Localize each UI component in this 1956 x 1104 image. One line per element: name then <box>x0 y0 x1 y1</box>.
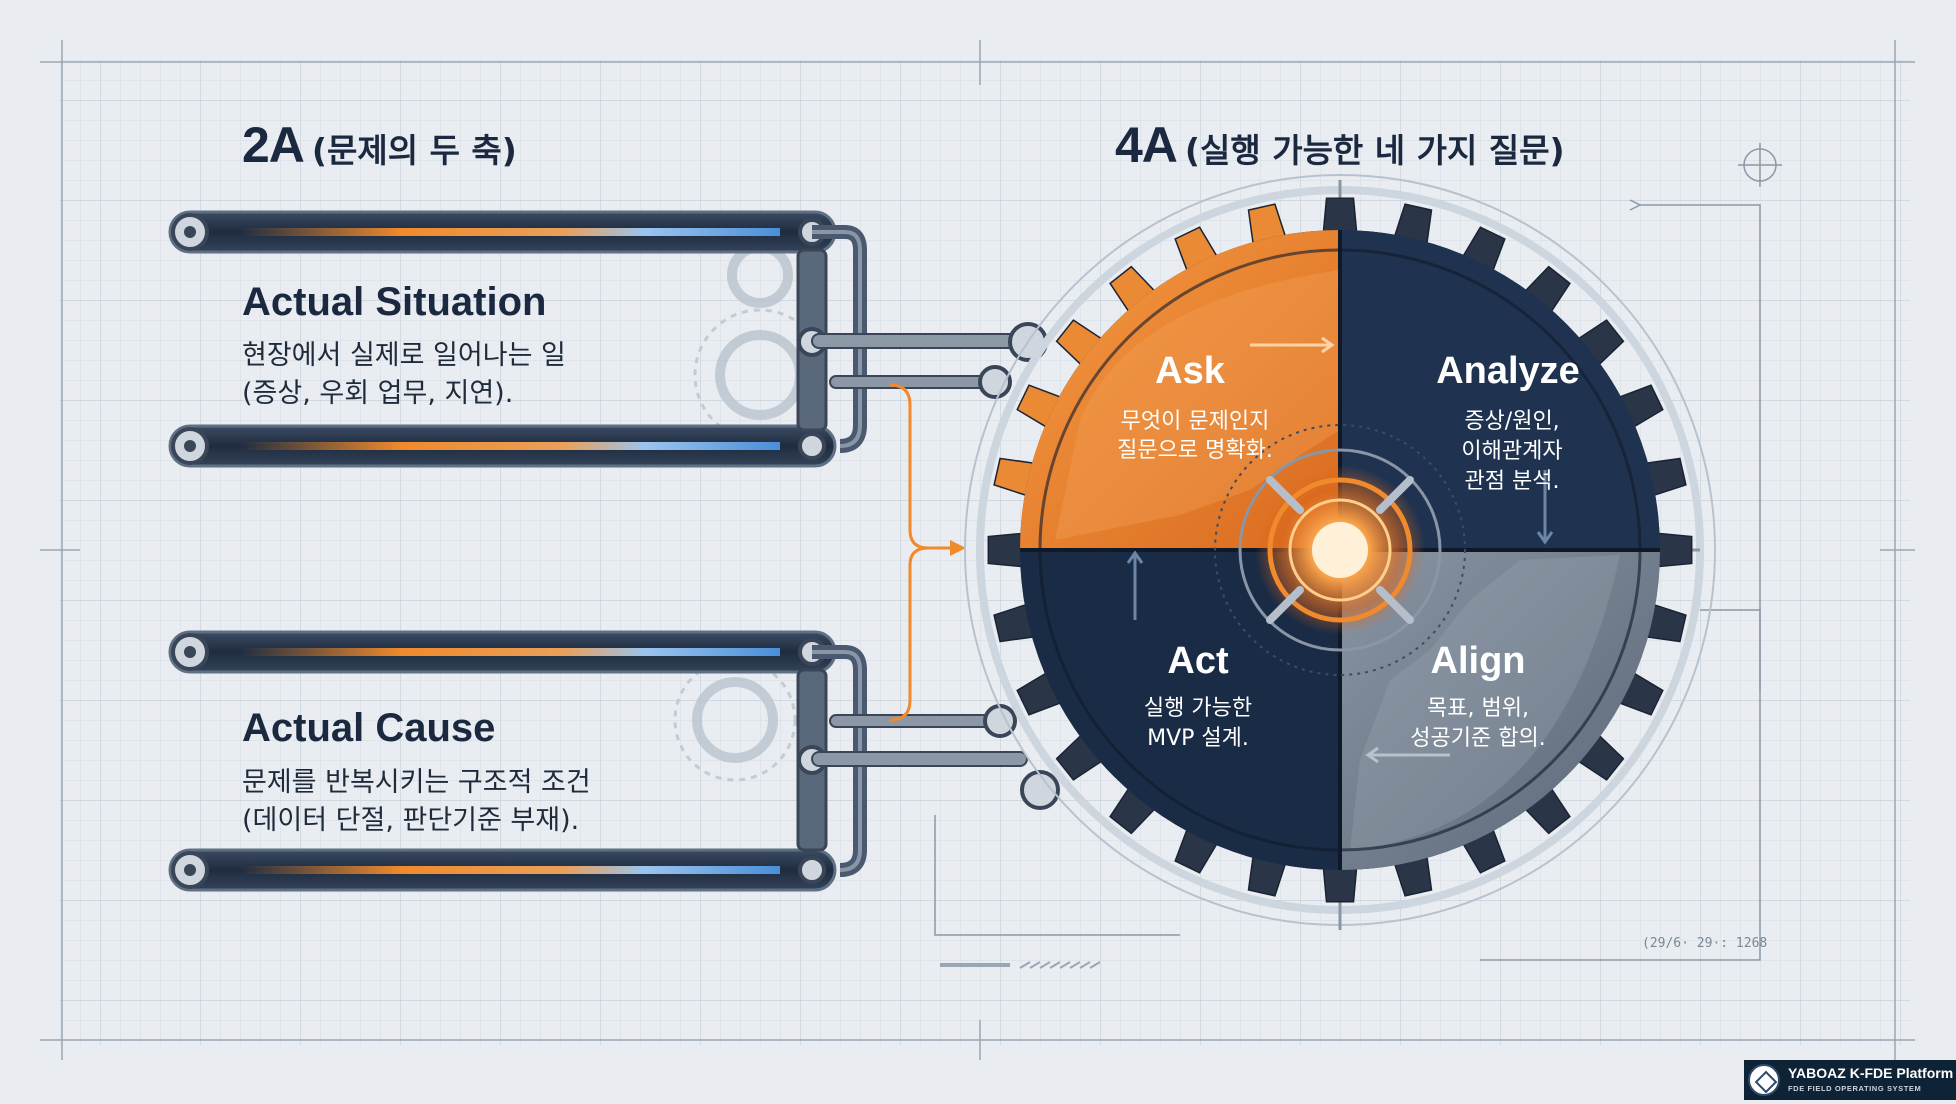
left-title-main: 2A <box>242 117 305 173</box>
quadrant-analyze-line-3: 관점 분석. <box>1464 469 1560 494</box>
quadrant-analyze-heading: Analyze <box>1436 350 1580 392</box>
quadrant-analyze-line-2: 이해관계자 <box>1461 439 1563 464</box>
left-title-sub: (문제의 두 축) <box>311 131 517 170</box>
quadrant-align-line-1: 목표, 범위, <box>1427 696 1529 721</box>
platform-tagline: FDE FIELD OPERATING SYSTEM <box>1788 1084 1922 1093</box>
platform-badge: YABOAZ K-FDE Platform FDE FIELD OPERATIN… <box>1744 1060 1956 1100</box>
quadrant-align-line-2: 성공기준 합의. <box>1410 726 1546 751</box>
axis-cause-heading: Actual Cause <box>242 706 496 750</box>
right-title-sub: (실행 가능한 네 가지 질문) <box>1184 131 1565 170</box>
axis-cause-line-1: 문제를 반복시키는 구조적 조건 <box>242 767 591 798</box>
platform-name: YABOAZ K-FDE Platform <box>1788 1065 1954 1081</box>
right-title-main: 4A <box>1115 117 1178 173</box>
quadrant-analyze-line-1: 증상/원인, <box>1464 409 1560 434</box>
right-title: 4A(실행 가능한 네 가지 질문) <box>1115 116 1565 174</box>
quadrant-act-heading: Act <box>1167 640 1229 682</box>
quadrant-align-heading: Align <box>1430 640 1526 682</box>
quadrant-act-line-1: 실행 가능한 <box>1143 696 1253 721</box>
blueprint-stamp: (29/6· 29·: 1268 <box>1642 936 1768 951</box>
axis-situation-heading: Actual Situation <box>242 280 547 324</box>
quadrant-ask-line-2: 질문으로 명확화. <box>1117 438 1273 463</box>
quadrant-act-line-2: MVP 설계. <box>1147 726 1249 751</box>
left-title: 2A(문제의 두 축) <box>242 116 517 174</box>
axis-cause-line-2: (데이터 단절, 판단기준 부재). <box>242 805 580 836</box>
platform-logo-icon <box>1748 1064 1780 1096</box>
quadrant-ask-heading: Ask <box>1155 350 1225 392</box>
axis-situation-line-1: 현장에서 실제로 일어나는 일 <box>242 340 566 371</box>
axis-situation-line-2: (증상, 우회 업무, 지연). <box>242 378 514 409</box>
quadrant-ask-line-1: 무엇이 문제인지 <box>1120 409 1270 434</box>
